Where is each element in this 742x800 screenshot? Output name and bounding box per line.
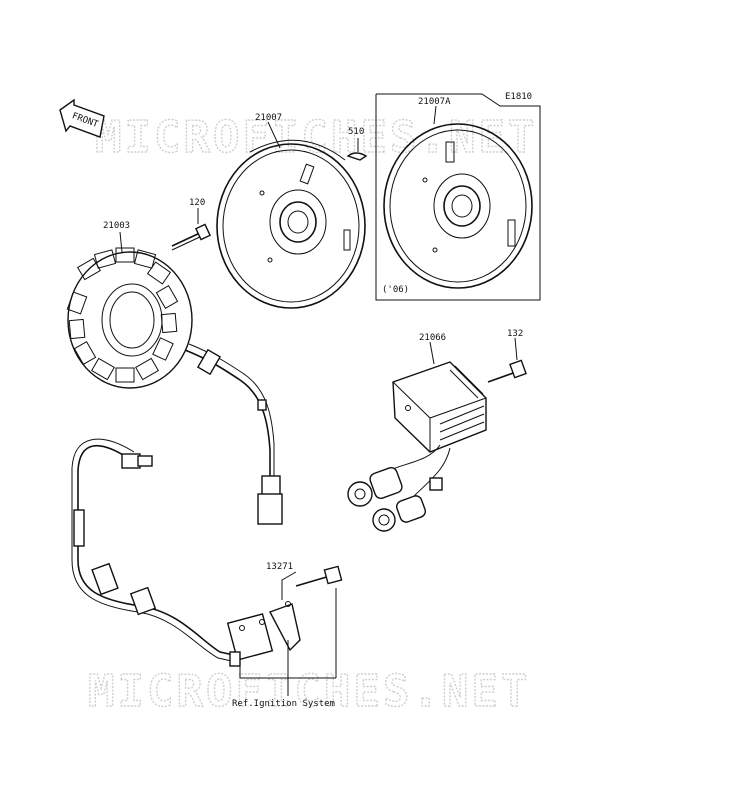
stator-21003 — [66, 247, 193, 389]
regulator-rectifier-21066 — [392, 361, 487, 453]
label-510: 510 — [348, 127, 364, 137]
flywheel-21007a — [383, 123, 533, 289]
ref-ignition-bracket — [239, 588, 337, 696]
alt-flywheel-box — [375, 93, 541, 301]
label-21003: 21003 — [103, 221, 130, 231]
flywheel-21007 — [216, 139, 366, 309]
label-13271: 13271 — [266, 562, 293, 572]
front-arrow-icon: FRONT — [59, 98, 105, 138]
bolt-13271 — [295, 565, 343, 587]
regulator-connectors — [347, 444, 451, 532]
label-ref-ignition-system: Ref.Ignition System — [232, 699, 335, 709]
label-alt-year: ('06) — [382, 285, 409, 295]
bolt-120 — [171, 223, 211, 251]
label-21066: 21066 — [419, 333, 446, 343]
stator-wire-harness — [184, 343, 283, 525]
watermark-bottom: MICROFICHES.NET — [88, 666, 530, 717]
label-132: 132 — [507, 329, 523, 339]
woodruff-key-510 — [346, 152, 368, 161]
label-21007: 21007 — [255, 113, 282, 123]
label-120: 120 — [189, 198, 205, 208]
bolt-132 — [487, 359, 527, 383]
pickup-coil-harness — [71, 438, 301, 667]
label-21007a: 21007A — [418, 97, 451, 107]
diagram-code: E1810 — [505, 92, 532, 102]
